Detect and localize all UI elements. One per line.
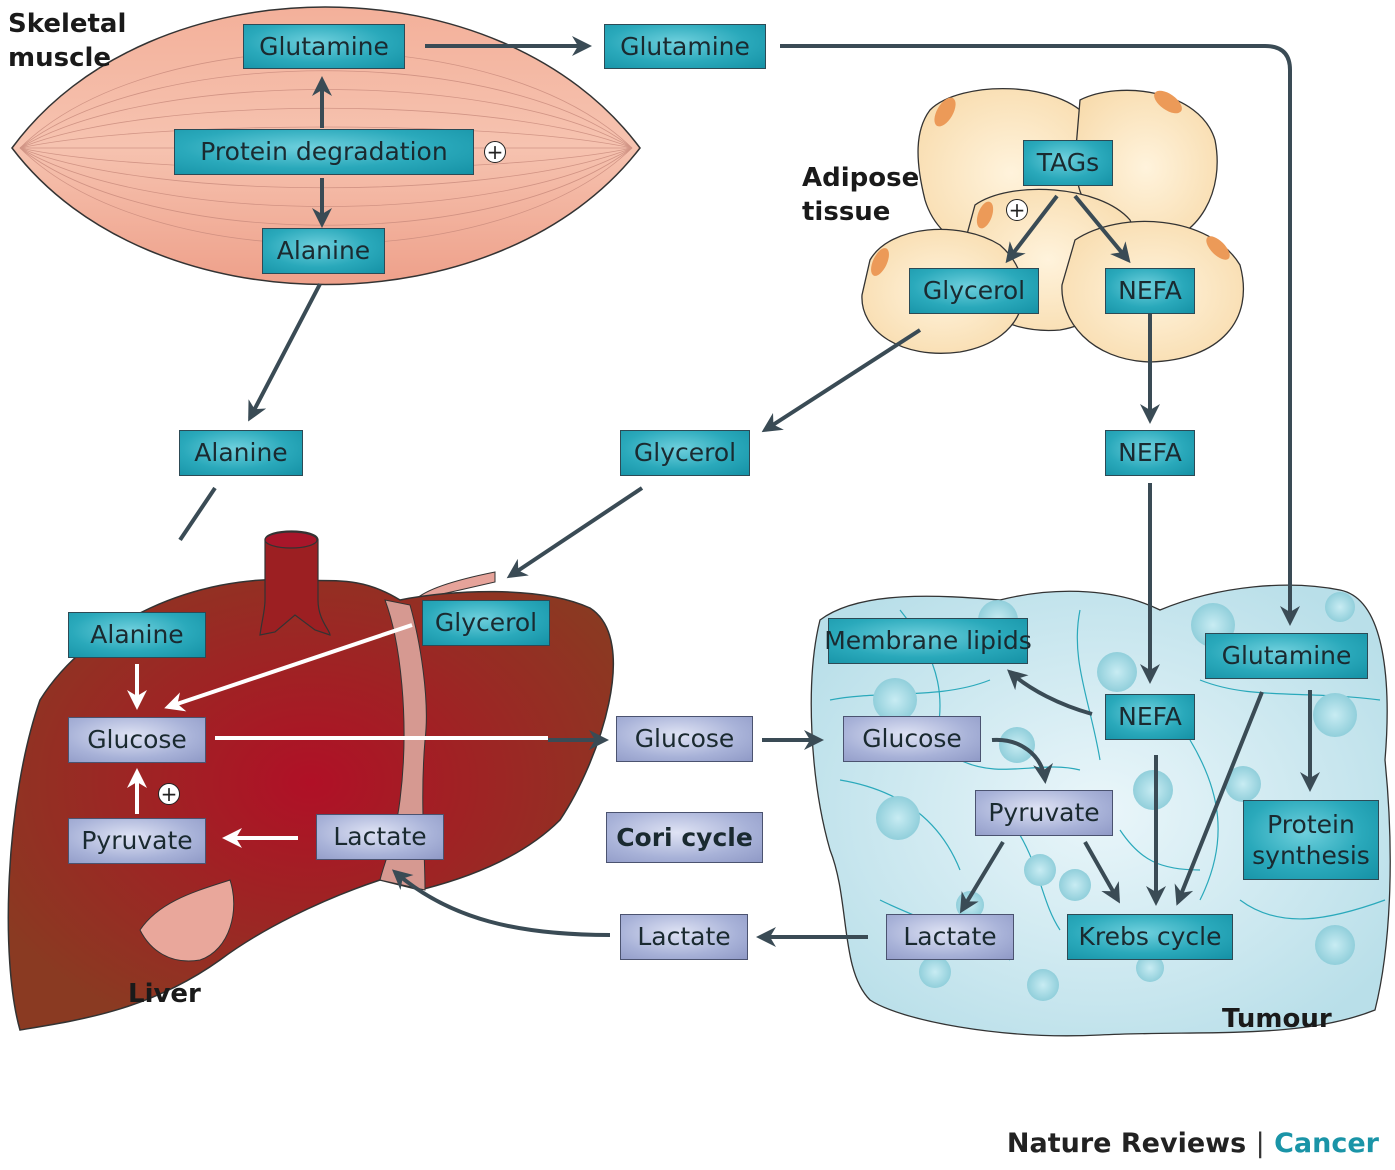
circulating-glutamine-node: Glutamine — [604, 24, 766, 69]
arrow-lactate-to-liver — [391, 869, 611, 937]
liver-pyruvate-node: Pyruvate — [68, 818, 206, 864]
arrow-pyruvate-to-krebs — [1083, 841, 1120, 904]
dark-arrows — [178, 36, 1320, 947]
tumour-pyruvate-node: Pyruvate — [975, 790, 1113, 836]
tumour-cell-nuclei — [873, 592, 1357, 1001]
muscle-glutamine-node: Glutamine — [243, 24, 405, 69]
tumour-lactate-node: Lactate — [886, 914, 1014, 960]
arrow-tags-to-glycerol — [1005, 194, 1059, 264]
circulating-glycerol-node: Glycerol — [620, 430, 750, 476]
arrow-glutamine-to-krebs — [1174, 691, 1264, 906]
circulating-lactate-node: Lactate — [620, 914, 748, 960]
protein-synthesis-node: Protein synthesis — [1243, 800, 1379, 880]
arrow-glycerol-to-liver — [506, 486, 644, 579]
stimulation-plus-icon: + — [484, 141, 506, 163]
krebs-cycle-node: Krebs cycle — [1067, 914, 1233, 960]
label-tumour: Tumour — [1222, 1004, 1332, 1034]
muscle-alanine-node: Alanine — [262, 228, 385, 274]
arrow-alanine-into-liver — [146, 539, 182, 602]
liver-glycerol-node: Glycerol — [422, 600, 550, 646]
journal-credit: Nature Reviews | Cancer — [1007, 1128, 1379, 1159]
tags-node: TAGs — [1023, 140, 1113, 186]
journal-section: Cancer — [1274, 1128, 1379, 1159]
journal-name: Nature Reviews — [1006, 1128, 1247, 1159]
membrane-lipids-node: Membrane lipids — [824, 618, 1032, 664]
liver-glucose-node: Glucose — [68, 717, 206, 763]
tumour-nefa-node: NEFA — [1105, 694, 1195, 740]
adipose-nefa-node: NEFA — [1105, 268, 1195, 314]
tumour-glucose-node: Glucose — [843, 716, 981, 762]
label-liver: Liver — [128, 979, 201, 1009]
arrow-pyruvate-to-lactate — [959, 840, 1005, 914]
cori-cycle-label: Cori cycle — [606, 812, 763, 863]
arrow-alanine-to-liver-dark — [178, 486, 217, 542]
arrow-adipose-glycerol-out — [761, 328, 922, 433]
circulating-alanine-node: Alanine — [179, 430, 303, 476]
arrow-glycerol-to-glucose — [164, 623, 413, 712]
circulating-glucose-node: Glucose — [616, 716, 753, 762]
tumour-glutamine-node: Glutamine — [1205, 633, 1368, 679]
arrow-tags-to-nefa — [1073, 194, 1131, 264]
label-skeletal-muscle: Skeletal muscle — [8, 9, 127, 73]
label-adipose-tissue: Adipose tissue — [802, 163, 920, 227]
stimulation-plus-icon: + — [158, 783, 180, 805]
arrow-glutamine-to-tumour — [780, 44, 1300, 626]
circulating-nefa-node: NEFA — [1105, 430, 1195, 476]
protein-degradation-node: Protein degradation — [174, 129, 474, 175]
arrow-muscle-alanine-out — [248, 283, 322, 422]
arrow-nefa-to-membrane-lipids — [1007, 669, 1093, 716]
adipose-glycerol-node: Glycerol — [909, 268, 1039, 314]
credit-separator: | — [1255, 1128, 1265, 1159]
liver-alanine-node: Alanine — [68, 612, 206, 658]
arrow-glucose-to-pyruvate — [991, 737, 1054, 784]
liver-lactate-node: Lactate — [316, 814, 444, 860]
stimulation-plus-icon: + — [1006, 199, 1028, 221]
white-arrows — [127, 539, 548, 848]
